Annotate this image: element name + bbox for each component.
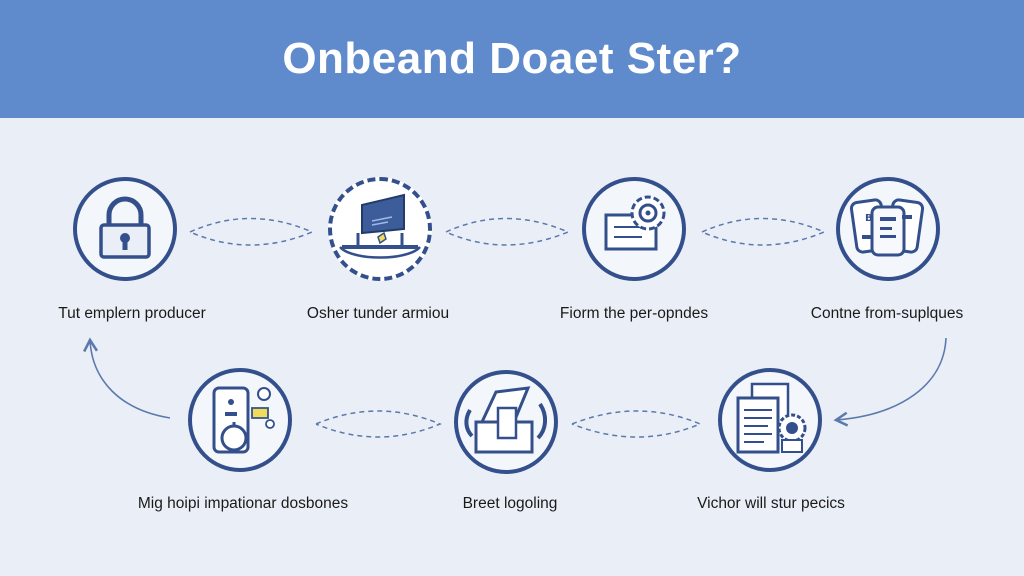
document-gear-icon bbox=[604, 195, 666, 251]
loop-arrow-right bbox=[833, 337, 947, 427]
connector-6-7 bbox=[571, 410, 702, 438]
step-3-label: Fiorm the per-opndes bbox=[559, 305, 709, 322]
step-2-node bbox=[328, 177, 432, 281]
stacked-cards-icon: B bbox=[849, 198, 925, 257]
step-7-label: Vichor will stur pecics bbox=[697, 495, 845, 512]
step-4-label: Contne from-suplques bbox=[810, 305, 964, 322]
connector-5-6 bbox=[315, 410, 442, 438]
step-3-node bbox=[582, 177, 686, 281]
title-banner: Onbeand Doaet Ster? bbox=[0, 0, 1024, 118]
monitor-desk-icon bbox=[339, 193, 421, 259]
open-box-icon bbox=[464, 386, 547, 454]
connector-1-2 bbox=[189, 217, 314, 246]
step-1-node bbox=[73, 177, 177, 281]
step-5-node bbox=[188, 368, 292, 472]
step-1-label: Tut emplern producer bbox=[58, 305, 206, 322]
step-5-label: Mig hoipi impationar dosbones bbox=[137, 495, 349, 512]
documents-certificate-icon bbox=[736, 382, 807, 454]
connector-2-3 bbox=[445, 217, 570, 246]
step-6-node bbox=[454, 370, 558, 474]
step-4-node: B bbox=[836, 177, 940, 281]
loop-arrow-left bbox=[83, 337, 171, 419]
connector-3-4 bbox=[701, 217, 826, 246]
step-6-label: Breet logoling bbox=[462, 495, 558, 512]
phone-badge-icon bbox=[212, 386, 275, 454]
padlock-icon bbox=[99, 196, 151, 259]
step-2-label: Osher tunder armiou bbox=[306, 305, 450, 322]
svg-text:B: B bbox=[865, 213, 873, 224]
step-7-node bbox=[718, 368, 822, 472]
page-title: Onbeand Doaet Ster? bbox=[282, 34, 742, 83]
